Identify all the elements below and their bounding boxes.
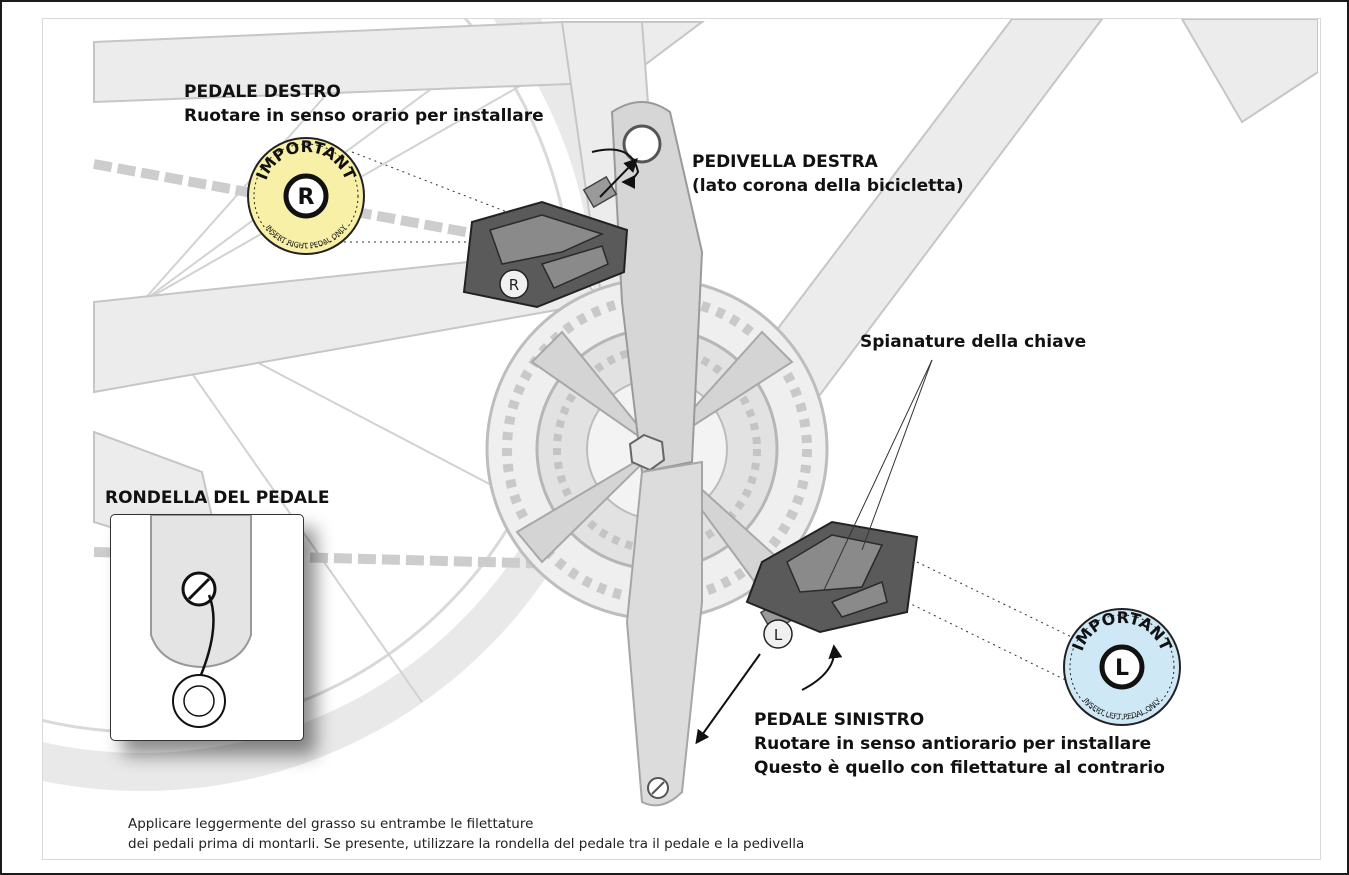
right-pedal-mark: R xyxy=(509,276,519,294)
left-pedal-label: PEDALE SINISTRO Ruotare in senso antiora… xyxy=(754,708,1165,780)
pedal-washer-inset xyxy=(110,514,304,741)
right-pedal: R xyxy=(462,175,629,309)
background-bike-frame xyxy=(43,19,1318,807)
left-pedal: L xyxy=(745,520,919,649)
washer-label: RONDELLA DEL PEDALE xyxy=(105,488,330,508)
right-crank-label: PEDIVELLA DESTRA (lato corona della bici… xyxy=(692,150,964,198)
wrench-flats-label: Spianature della chiave xyxy=(860,332,1087,352)
right-crank-title: PEDIVELLA DESTRA xyxy=(692,152,878,172)
left-pedal-mark: L xyxy=(774,626,783,644)
note-line-2: dei pedali prima di montarli. Se present… xyxy=(128,836,805,852)
note-line-1: Applicare leggermente del grasso su entr… xyxy=(128,816,534,832)
right-pedal-instruction: Ruotare in senso orario per installare xyxy=(184,106,544,126)
right-important-badge: IMPORTANT INSERT RIGHT PEDAL ONLY R xyxy=(247,137,365,255)
washer-illustration xyxy=(150,515,252,728)
leader-lines xyxy=(332,151,1091,693)
right-crank-note: (lato corona della bicicletta) xyxy=(692,176,964,196)
installation-arrows xyxy=(591,148,843,745)
right-badge-letter: R xyxy=(298,185,315,210)
left-pedal-instruction: Ruotare in senso antiorario per installa… xyxy=(754,734,1152,754)
left-badge-letter: L xyxy=(1115,656,1129,681)
crank-arm xyxy=(610,101,704,807)
right-pedal-label: PEDALE DESTRO Ruotare in senso orario pe… xyxy=(184,80,544,128)
right-pedal-title: PEDALE DESTRO xyxy=(184,82,341,102)
left-pedal-note: Questo è quello con filettature al contr… xyxy=(754,758,1165,778)
left-pedal-title: PEDALE SINISTRO xyxy=(754,710,925,730)
grease-instruction-note: Applicare leggermente del grasso su entr… xyxy=(128,814,804,854)
diagram-inner-border xyxy=(42,18,1321,860)
